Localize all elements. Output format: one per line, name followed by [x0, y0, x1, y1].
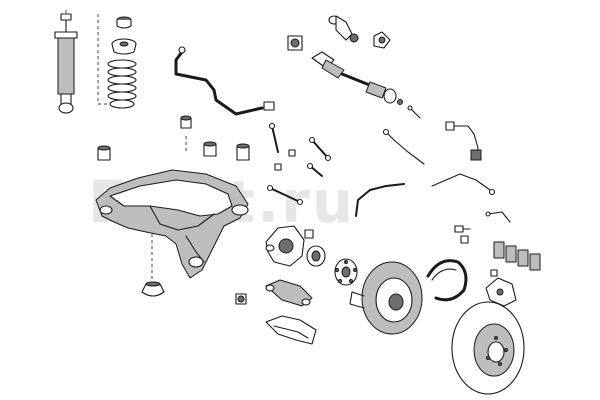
control-link-1 [268, 122, 279, 153]
shock-absorber [54, 13, 78, 114]
hub-flange [334, 258, 358, 286]
caliper-bracket-bolt [490, 269, 498, 277]
subframe-mount-bottom [141, 281, 165, 297]
parking-brake-shoes [426, 259, 468, 302]
brake-pads [493, 241, 541, 271]
control-link-3 [306, 162, 323, 177]
wheel-hub-carrier [265, 225, 305, 267]
cv-boot-upper [328, 15, 359, 43]
carrier-bolt [304, 229, 314, 239]
drive-shaft [311, 51, 403, 105]
control-link-2 [308, 136, 332, 162]
brake-line-2 [407, 105, 421, 119]
small-bolt-2 [274, 163, 282, 171]
abs-sensor [445, 121, 482, 161]
rear-subframe [95, 169, 249, 279]
wheel-bearing [306, 245, 326, 267]
arm-bushing [235, 293, 247, 305]
brake-line-3 [355, 183, 405, 217]
cv-boot-lower [373, 31, 391, 49]
brake-line-1 [382, 128, 425, 165]
small-bolt-1 [288, 149, 296, 157]
brake-line-5 [485, 211, 511, 223]
axle-mount [287, 35, 303, 51]
brake-back-plate [349, 261, 423, 335]
brake-disc [451, 301, 525, 395]
stone-guard-plate [265, 315, 317, 345]
lower-control-arm [265, 279, 313, 307]
subframe-bushing-right [236, 143, 250, 161]
brake-caliper [485, 277, 517, 307]
spring-top-mount [111, 16, 137, 55]
subframe-bushing-upper [180, 115, 192, 129]
subframe-bushing-left [97, 145, 111, 161]
anti-roll-bar [174, 46, 275, 116]
brake-line-4 [431, 173, 496, 196]
subframe-bushing-center [203, 141, 217, 157]
caliper-bolt [454, 225, 471, 233]
bleed-screw [460, 235, 469, 244]
coil-spring [107, 59, 137, 109]
control-link-4 [266, 184, 304, 206]
